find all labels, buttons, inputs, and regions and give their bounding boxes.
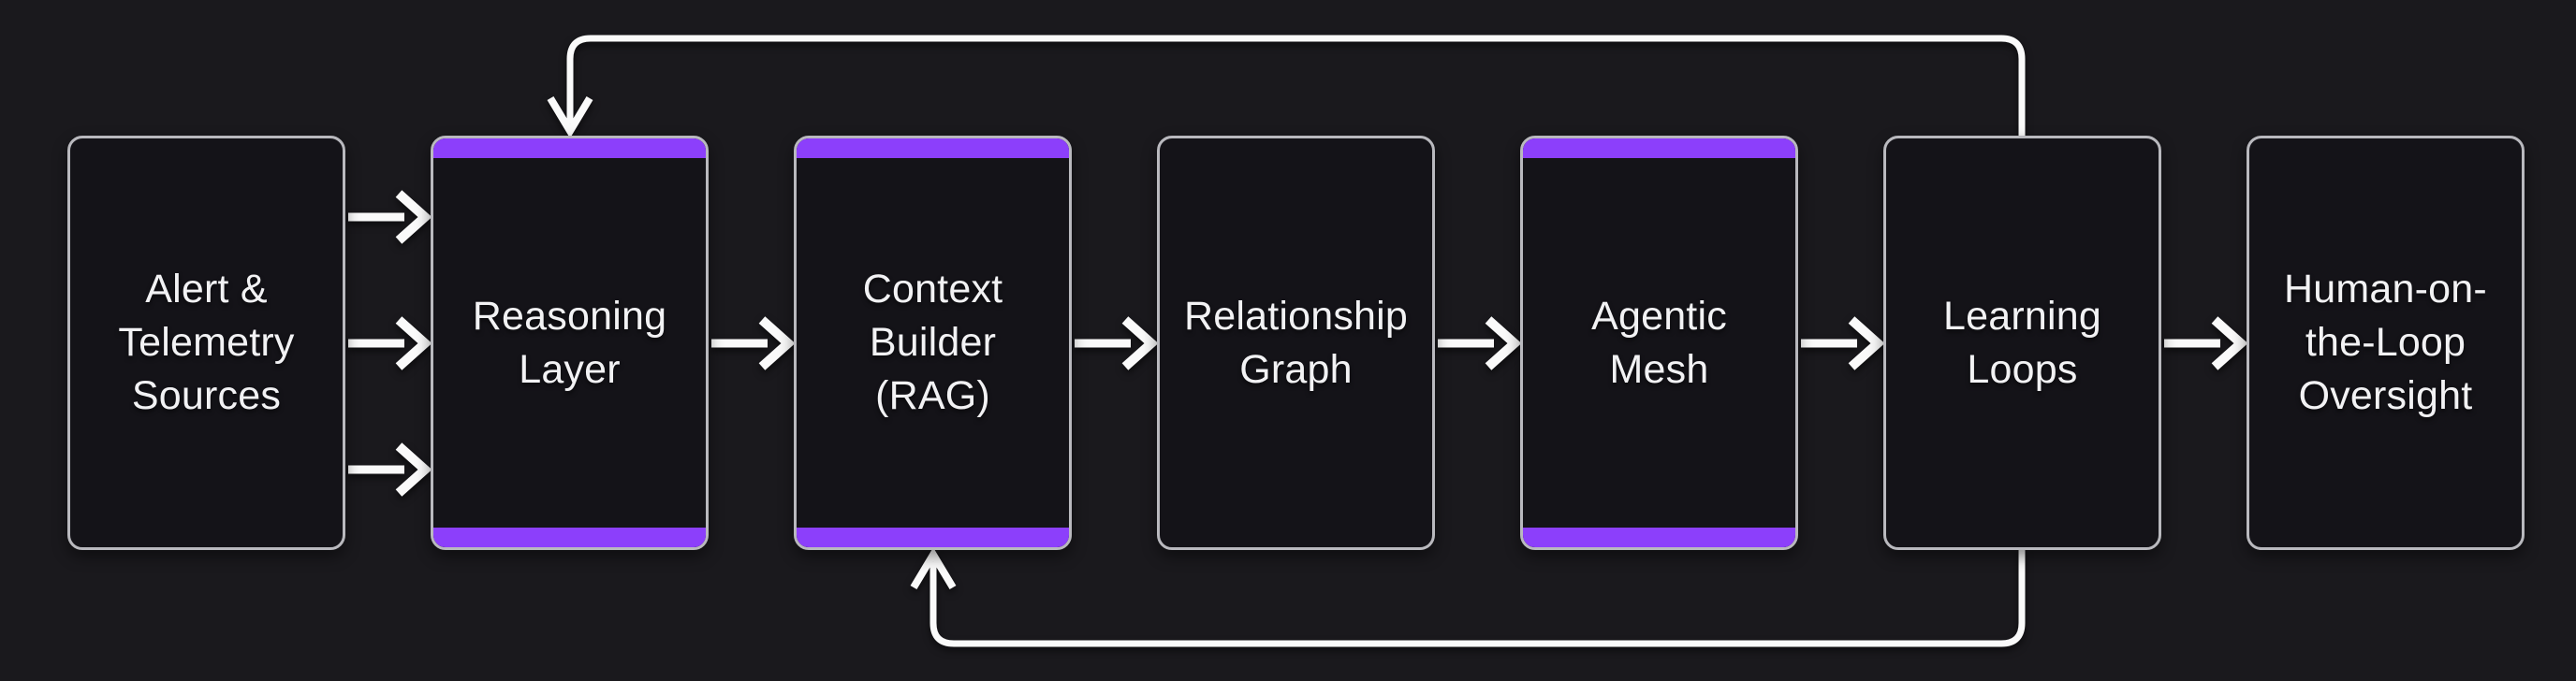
arrow-head-up-icon: [910, 547, 957, 590]
node-reasoning-layer: Reasoning Layer: [431, 136, 709, 550]
node-label: Alert & Telemetry Sources: [118, 267, 295, 418]
node-label: Learning Loops: [1943, 293, 2101, 392]
feedback-loop-bottom: [910, 547, 2026, 647]
arrow-head-icon: [758, 316, 796, 370]
node-label: Context Builder (RAG): [862, 267, 1003, 418]
accent-bar-bottom: [433, 528, 706, 547]
arrow-head-icon: [1121, 316, 1159, 370]
accent-bar-top: [433, 138, 706, 158]
arrow-head-icon: [1848, 316, 1885, 370]
accent-bar-top: [1523, 138, 1795, 158]
node-agentic-mesh: Agentic Mesh: [1520, 136, 1798, 550]
arrow-head-icon: [395, 442, 432, 497]
arrow-relationship-to-agentic: [1438, 316, 1522, 370]
node-label: Relationship Graph: [1183, 293, 1409, 392]
feedback-loop-top: [547, 35, 2026, 138]
feedback-loop-bottom-line: [929, 549, 2026, 647]
arrow-head-icon: [2211, 316, 2248, 370]
arrow-head-icon: [1485, 316, 1522, 370]
node-relationship-graph: Relationship Graph: [1157, 136, 1435, 550]
accent-bar-bottom: [797, 528, 1069, 547]
arrow-reasoning-to-context: [711, 316, 796, 370]
accent-bar-bottom: [1523, 528, 1795, 547]
arrow-head-icon: [395, 316, 432, 370]
feedback-loop-top-line: [566, 35, 2026, 137]
node-label: Reasoning Layer: [472, 293, 667, 392]
triple-arrow-sources-to-reasoning: [348, 190, 432, 497]
arrow-agentic-to-learning: [1801, 316, 1885, 370]
arrow-learning-to-human: [2164, 316, 2248, 370]
node-alert-telemetry-sources: Alert & Telemetry Sources: [67, 136, 345, 550]
node-human-on-the-loop-oversight: Human-on- the-Loop Oversight: [2247, 136, 2525, 550]
node-label: Human-on- the-Loop Oversight: [2284, 267, 2487, 418]
arrow-context-to-relationship: [1075, 316, 1159, 370]
accent-bar-top: [797, 138, 1069, 158]
node-label: Agentic Mesh: [1591, 293, 1727, 392]
node-context-builder-rag: Context Builder (RAG): [794, 136, 1072, 550]
node-learning-loops: Learning Loops: [1883, 136, 2161, 550]
arrow-head-icon: [395, 190, 432, 244]
arrow-head-down-icon: [547, 95, 593, 138]
